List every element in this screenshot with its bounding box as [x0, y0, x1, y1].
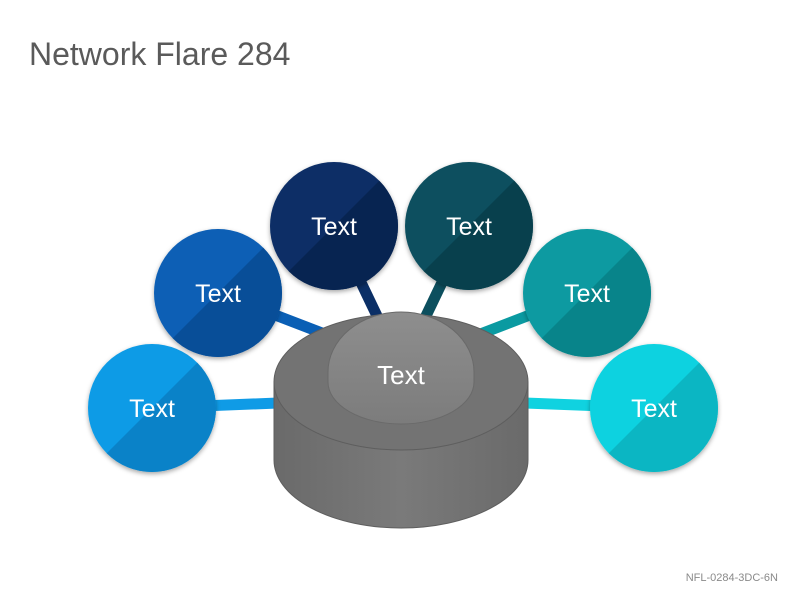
node-facet-5	[523, 229, 651, 357]
node-label-3: Text	[311, 213, 357, 241]
node-label-2: Text	[195, 280, 241, 308]
hub[interactable]: Text	[273, 311, 529, 529]
node-4[interactable]: Text	[401, 158, 537, 294]
page-title: Network Flare 284	[29, 36, 291, 72]
node-facet-4	[405, 162, 533, 290]
node-3[interactable]: Text	[266, 158, 402, 294]
node-1[interactable]: Text	[84, 340, 220, 476]
node-facet-1	[88, 344, 216, 472]
node-label-1: Text	[129, 395, 175, 423]
hub-dome	[327, 311, 475, 425]
node-label-6: Text	[631, 395, 677, 423]
node-label-4: Text	[446, 213, 492, 241]
node-2[interactable]: Text	[150, 225, 286, 361]
node-label-5: Text	[564, 280, 610, 308]
node-facet-2	[154, 229, 282, 357]
slide-code: NFL-0284-3DC-6N	[685, 572, 778, 584]
node-6[interactable]: Text	[586, 340, 722, 476]
node-5[interactable]: Text	[519, 225, 655, 361]
hub-label: Text	[377, 360, 425, 390]
node-facet-6	[590, 344, 718, 472]
node-facet-3	[270, 162, 398, 290]
